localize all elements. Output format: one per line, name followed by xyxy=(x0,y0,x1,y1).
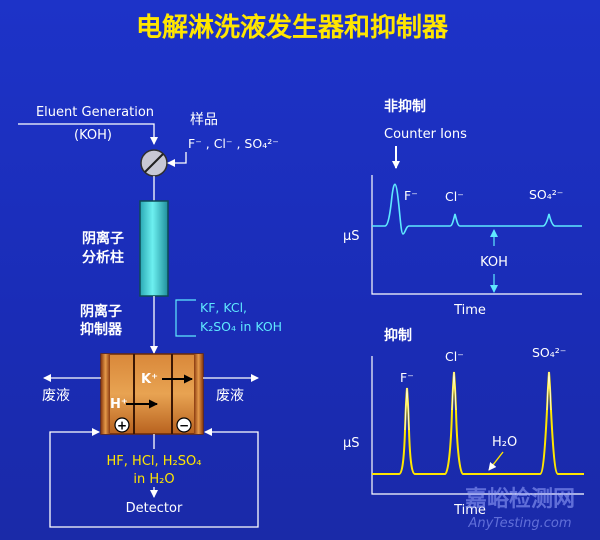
suppressor-label-line2: 抑制器 xyxy=(80,321,123,338)
cathode-icon: − xyxy=(176,417,192,433)
eluent-generation-label: Eluent Generation xyxy=(36,105,154,120)
product-line2: in H₂O xyxy=(133,472,174,487)
anode-sign: + xyxy=(117,419,127,433)
analytical-column xyxy=(139,200,169,297)
sample-label: 样品 xyxy=(190,112,218,128)
top-peak-cl-label: Cl⁻ xyxy=(445,189,464,204)
sample-ions: F⁻ , Cl⁻ , SO₄²⁻ xyxy=(188,136,279,151)
anode-icon: + xyxy=(114,417,130,433)
cathode-sign: − xyxy=(179,419,189,433)
water-arrow xyxy=(488,451,504,471)
flow-note-line1: KF, KCl, xyxy=(200,300,247,315)
top-section-label: 非抑制 xyxy=(384,98,426,115)
bottom-series-line xyxy=(372,371,584,475)
waste-right-label: 废液 xyxy=(216,388,244,404)
bottom-series-core xyxy=(404,371,552,431)
product-line1: HF, HCl, H₂SO₄ xyxy=(107,454,202,469)
bottom-peak-so4-label: SO₄²⁻ xyxy=(532,345,566,360)
injection-valve-icon xyxy=(140,149,168,177)
sample-line xyxy=(167,152,187,167)
bottom-peak-cl-label: Cl⁻ xyxy=(445,349,464,364)
top-xlabel: Time xyxy=(453,303,486,318)
top-ylabel: μS xyxy=(343,229,360,244)
h-ion-label: H⁺ xyxy=(110,397,128,412)
column-label-line1: 阴离子 xyxy=(82,230,124,247)
recycle-loop-right xyxy=(184,428,259,528)
column-label-line2: 分析柱 xyxy=(82,249,124,266)
eluent-line xyxy=(18,123,158,145)
recycle-loop-left xyxy=(49,428,124,528)
top-chart: 非抑制 Counter Ions μS Time F⁻ Cl⁻ SO₄²⁻ KO… xyxy=(343,98,582,318)
suppressor-label-line1: 阴离子 xyxy=(80,303,122,320)
watermark-line1: 嘉峪检测网 xyxy=(465,486,575,512)
top-peak-f-label: F⁻ xyxy=(404,188,418,203)
top-series-line xyxy=(372,183,582,235)
bottom-axes xyxy=(371,356,584,495)
bottom-section-label: 抑制 xyxy=(384,327,412,344)
counter-ions-label: Counter Ions xyxy=(384,127,467,142)
koh-label: (KOH) xyxy=(74,128,112,143)
bottom-ylabel: μS xyxy=(343,436,360,451)
page-title: 电解淋洗液发生器和抑制器 xyxy=(136,12,449,43)
top-peak-so4-label: SO₄²⁻ xyxy=(529,187,563,202)
schematic: Eluent Generation (KOH) 样品 F⁻ , Cl⁻ , SO… xyxy=(18,105,282,528)
bottom-chart: 抑制 μS Time F⁻ Cl⁻ SO₄²⁻ H₂O xyxy=(343,327,584,518)
flow-note-line2: K₂SO₄ in KOH xyxy=(200,319,282,334)
water-label: H₂O xyxy=(492,435,517,450)
waste-left-label: 废液 xyxy=(42,388,70,404)
detector-label: Detector xyxy=(126,501,183,516)
bottom-xlabel: Time xyxy=(453,503,486,518)
k-ion-label: K⁺ xyxy=(141,372,158,387)
watermark-line2: AnyTesting.com xyxy=(467,516,571,531)
koh-baseline-label: KOH xyxy=(480,255,508,270)
top-axes xyxy=(371,175,582,295)
watermark: 嘉峪检测网 AnyTesting.com xyxy=(465,486,575,531)
flow-note-bracket xyxy=(175,299,196,337)
bottom-peak-f-label: F⁻ xyxy=(400,370,414,385)
